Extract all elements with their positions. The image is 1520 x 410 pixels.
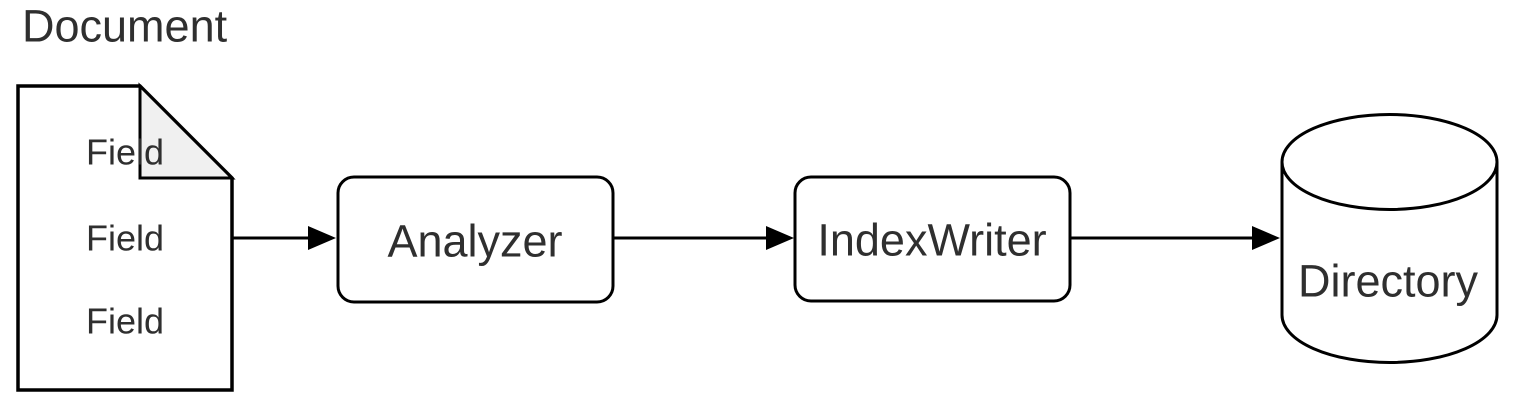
document-folded-corner: [138, 82, 236, 180]
field-label-1: Field: [86, 132, 164, 173]
arrow-head-icon: [766, 226, 794, 250]
directory-label: Directory: [1298, 256, 1479, 307]
field-label-3: Field: [86, 301, 164, 342]
document-title-label: Document: [22, 1, 228, 52]
arrow-indexwriter-to-directory: [1070, 226, 1280, 250]
indexwriter-label: IndexWriter: [817, 215, 1046, 266]
arrow-analyzer-to-indexwriter: [613, 226, 794, 250]
arrow-head-icon: [308, 226, 336, 250]
directory-cylinder-top-ellipse: [1280, 161, 1499, 211]
analyzer-label: Analyzer: [387, 216, 562, 267]
field-label-2: Field: [86, 218, 164, 259]
directory-cylinder-shape: [1280, 113, 1499, 364]
document-node: [16, 82, 236, 392]
directory-node: [1280, 113, 1499, 364]
arrow-document-to-analyzer: [232, 226, 336, 250]
arrow-head-icon: [1252, 226, 1280, 250]
